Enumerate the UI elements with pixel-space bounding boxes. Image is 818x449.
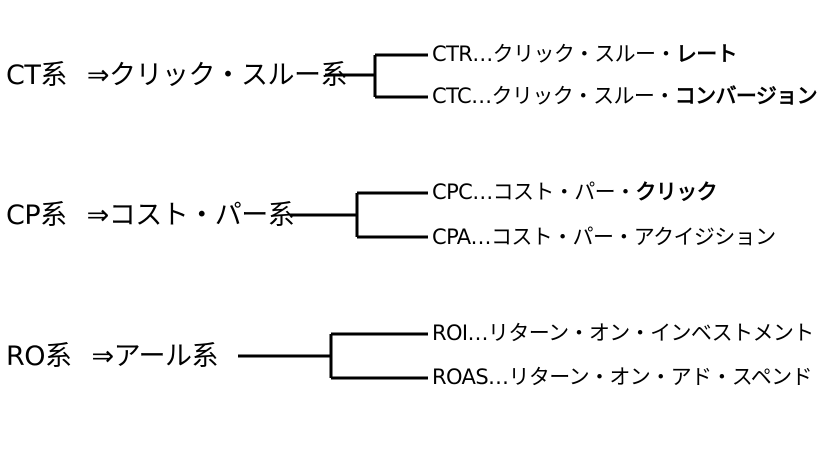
connector-ro — [238, 332, 428, 380]
group-reading: ⇒クリック・スルー系 — [86, 60, 348, 91]
item-cpc: CPC…コスト・パー・クリック — [432, 180, 718, 204]
connector-cp — [290, 191, 428, 239]
item-emphasis: コンバージョン — [674, 84, 818, 108]
item-cpa: CPA…コスト・パー・アクイジション — [432, 227, 776, 248]
connector-ct — [325, 53, 428, 99]
item-roi: ROI…リターン・オン・インベストメント — [432, 323, 814, 344]
item-text: ROI…リターン・オン・インベストメント — [432, 321, 814, 345]
group-abbr: CT系 — [6, 60, 67, 91]
item-text: CTR…クリック・スルー・ — [432, 42, 676, 66]
item-text: CPA…コスト・パー・アクイジション — [432, 225, 776, 249]
item-ctr: CTR…クリック・スルー・レート — [432, 42, 738, 66]
group-reading: ⇒コスト・パー系 — [86, 200, 295, 231]
item-roas: ROAS…リターン・オン・アド・スペンド — [432, 365, 813, 389]
item-text: CTC…クリック・スルー・ — [432, 84, 675, 108]
item-emphasis: クリック — [635, 180, 717, 204]
group-label-ro: RO系 ⇒アール系 — [6, 341, 219, 372]
group-label-cp: CP系 ⇒コスト・パー系 — [6, 200, 295, 231]
group-abbr: RO系 — [6, 341, 72, 372]
group-label-ct: CT系 ⇒クリック・スルー系 — [6, 62, 347, 89]
group-abbr: CP系 — [6, 200, 67, 231]
item-text: ROAS…リターン・オン・アド・スペンド — [432, 365, 813, 389]
item-text: CPC…コスト・パー・ — [432, 180, 636, 204]
item-emphasis: レート — [675, 42, 738, 66]
group-reading: ⇒アール系 — [91, 341, 219, 372]
item-ctc: CTC…クリック・スルー・コンバージョン — [432, 84, 818, 108]
